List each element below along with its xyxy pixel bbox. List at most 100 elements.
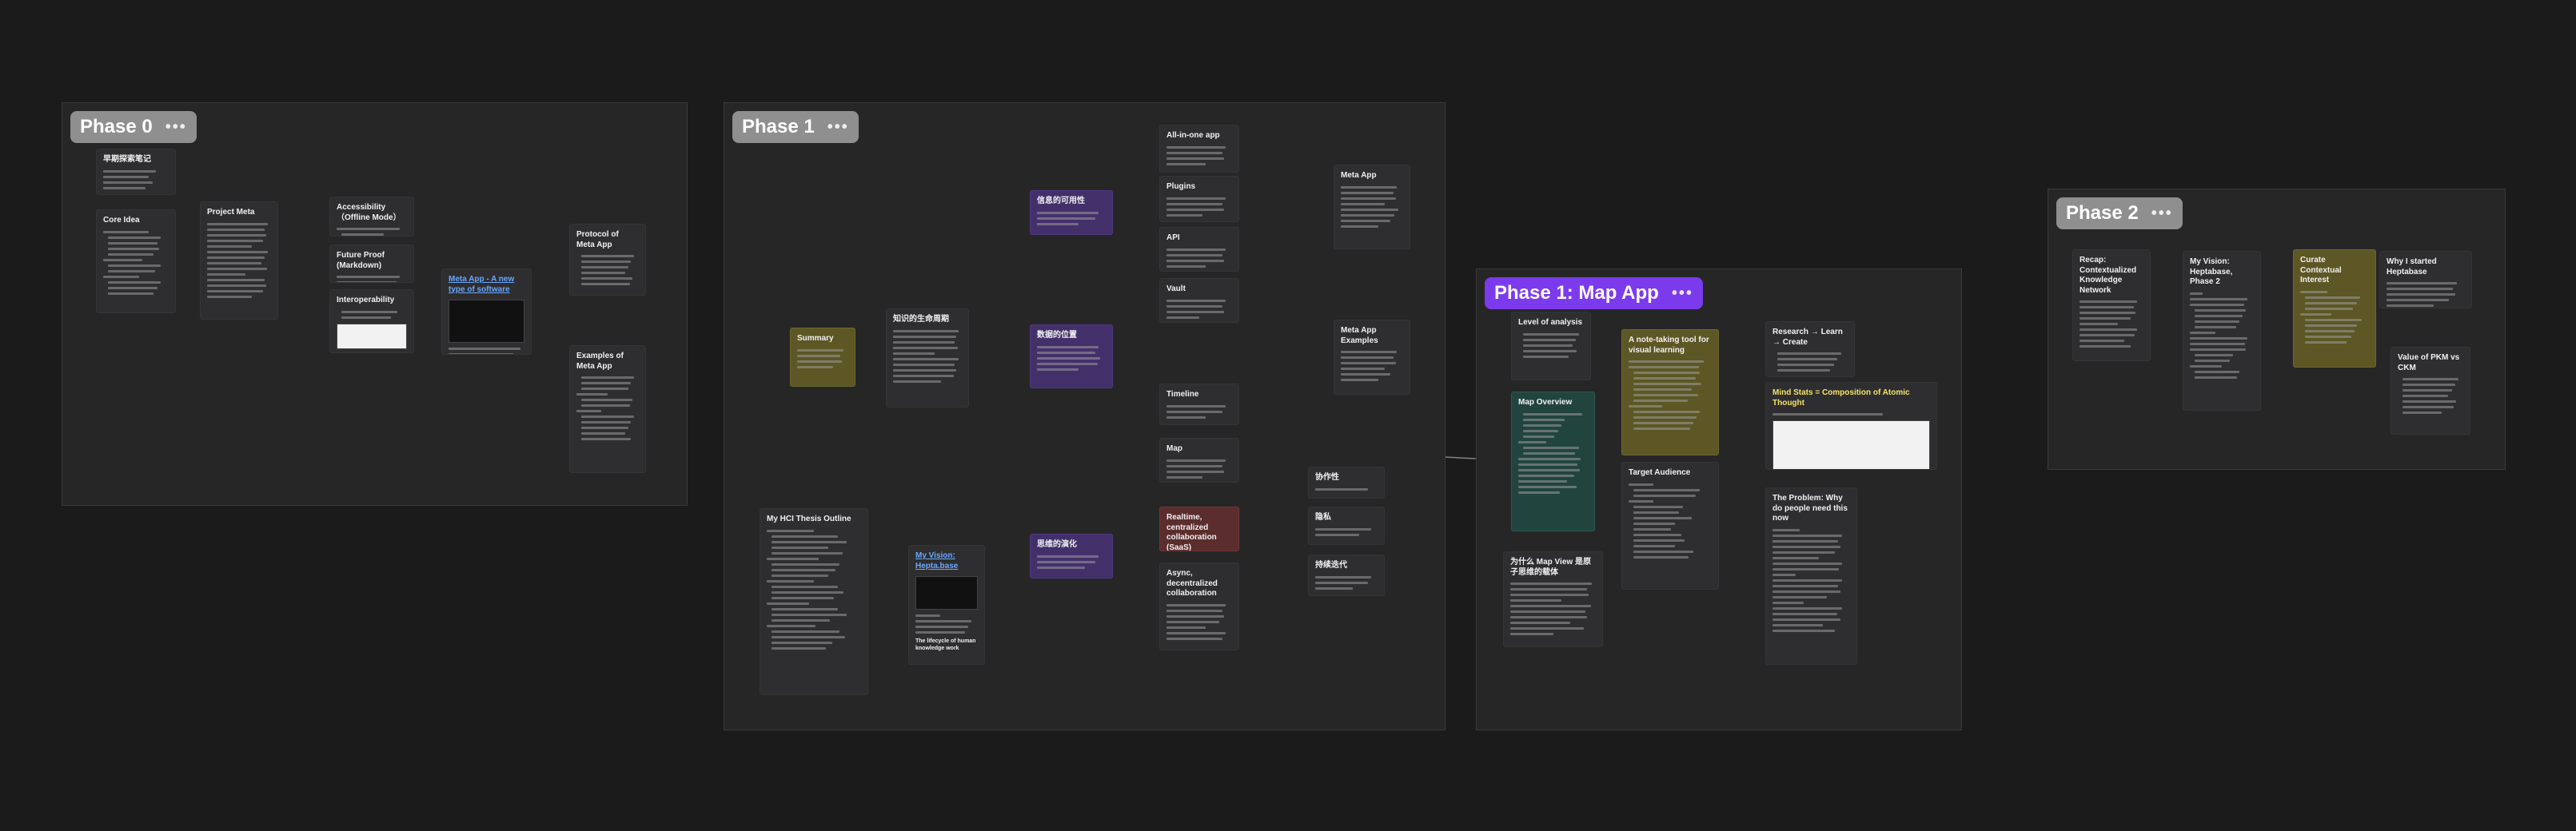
card-data-location[interactable]: 数据的位置 xyxy=(1030,324,1113,388)
card-value-pkm-ckm[interactable]: Value of PKM vs CKM xyxy=(2391,347,2470,435)
card-title: All-in-one app xyxy=(1166,131,1220,140)
card-title: My Vision: Heptabase, Phase 2 xyxy=(2190,257,2233,286)
card-body xyxy=(1037,555,1106,569)
card-why-map-view[interactable]: 为什么 Map View 是原子思维的载体 xyxy=(1503,551,1603,647)
card-note-taking-visual-learning[interactable]: A note-taking tool for visual learning xyxy=(1621,329,1719,455)
card-mind-stats[interactable]: Mind Stats = Composition of Atomic Thoug… xyxy=(1765,382,1937,470)
card-body xyxy=(1315,527,1378,536)
card-privacy[interactable]: 隐私 xyxy=(1308,507,1385,545)
more-options-icon[interactable]: ••• xyxy=(165,117,187,136)
card-title: 思维的演化 xyxy=(1037,540,1077,549)
card-body xyxy=(1629,483,1712,559)
card-title: API xyxy=(1166,233,1180,242)
card-body xyxy=(103,230,169,295)
card-title: 知识的生命周期 xyxy=(893,315,949,324)
card-title: Summary xyxy=(797,334,834,343)
card-knowledge-lifecycle-intro[interactable]: 知识的生命周期 xyxy=(886,308,969,408)
card-why-started-heptabase[interactable]: Why I started Heptabase xyxy=(2379,251,2472,308)
card-interoperability[interactable]: Interoperability xyxy=(329,289,414,353)
screenshot-image xyxy=(449,300,524,343)
card-meta-app[interactable]: Meta App xyxy=(1334,165,1410,249)
card-title: Protocol of Meta App xyxy=(576,230,619,249)
card-body xyxy=(1315,487,1378,491)
card-title: Map xyxy=(1166,444,1182,453)
card-curate-contextual-interest[interactable]: Curate Contextual Interest xyxy=(2293,249,2376,368)
diagram-image xyxy=(1772,420,1930,469)
card-body xyxy=(1037,345,1106,371)
card-recap-knowledge-network[interactable]: Recap: Contextualized Knowledge Network xyxy=(2072,249,2151,361)
card-continuous-iteration[interactable]: 持续迭代 xyxy=(1308,555,1385,596)
card-title-link[interactable]: My Vision: Hepta.base xyxy=(915,551,959,571)
card-body xyxy=(1772,413,1930,416)
card-target-audience[interactable]: Target Audience xyxy=(1621,462,1719,590)
card-body xyxy=(337,228,407,236)
card-body xyxy=(207,222,271,298)
card-title: Interoperability xyxy=(337,296,395,304)
card-body xyxy=(449,348,524,354)
card-title: Core Idea xyxy=(103,216,140,225)
more-options-icon[interactable]: ••• xyxy=(827,117,849,136)
card-title: Project Meta xyxy=(207,208,255,217)
card-title: 信息的可用性 xyxy=(1037,197,1085,205)
card-async-collaboration[interactable]: Async, decentralized collaboration xyxy=(1159,563,1239,650)
card-body xyxy=(1166,145,1232,165)
card-the-problem[interactable]: The Problem: Why do people need this now xyxy=(1765,487,1857,665)
card-body xyxy=(576,255,639,285)
card-title: 数据的位置 xyxy=(1037,331,1077,340)
card-map[interactable]: Map xyxy=(1159,438,1239,483)
card-body xyxy=(1166,197,1232,217)
card-all-in-one-app[interactable]: All-in-one app xyxy=(1159,125,1239,173)
card-level-of-analysis[interactable]: Level of analysis xyxy=(1511,312,1591,380)
card-title: Realtime, centralized collaboration (Saa… xyxy=(1166,513,1217,551)
card-map-overview[interactable]: Map Overview xyxy=(1511,392,1595,531)
card-title: 协作性 xyxy=(1315,473,1339,482)
group-title[interactable]: Phase 0••• xyxy=(70,111,197,143)
card-thought-evolution[interactable]: 思维的演化 xyxy=(1030,534,1113,579)
card-examples-meta-app[interactable]: Examples of Meta App xyxy=(569,345,646,473)
card-summary[interactable]: Summary xyxy=(790,328,855,387)
card-my-vision-heptabase[interactable]: My Vision: Hepta.base The lifecycle of h… xyxy=(908,545,985,665)
card-title: A note-taking tool for visual learning xyxy=(1629,336,1709,355)
card-protocol-meta-app[interactable]: Protocol of Meta App xyxy=(569,224,646,296)
card-title: 隐私 xyxy=(1315,513,1331,522)
card-api[interactable]: API xyxy=(1159,227,1239,272)
card-my-vision-phase-2[interactable]: My Vision: Heptabase, Phase 2 xyxy=(2183,251,2261,411)
more-options-icon[interactable]: ••• xyxy=(1671,284,1693,302)
card-body xyxy=(103,169,169,189)
card-title-link[interactable]: Meta App - A new type of software xyxy=(449,275,515,294)
card-project-meta[interactable]: Project Meta xyxy=(200,201,278,320)
card-title: Why I started Heptabase xyxy=(2387,257,2437,276)
group-title[interactable]: Phase 1••• xyxy=(732,111,859,143)
card-vault[interactable]: Vault xyxy=(1159,278,1239,323)
card-body xyxy=(576,376,639,440)
card-title: Map Overview xyxy=(1518,398,1573,407)
card-meta-app-new-software[interactable]: Meta App - A new type of software xyxy=(441,268,532,355)
card-plugins[interactable]: Plugins xyxy=(1159,176,1239,222)
card-title: My HCI Thesis Outline xyxy=(767,515,851,523)
card-future-proof[interactable]: Future Proof (Markdown) xyxy=(329,245,414,283)
card-body xyxy=(1037,211,1106,225)
card-title: Value of PKM vs CKM xyxy=(2398,353,2460,372)
card-realtime-collaboration[interactable]: Realtime, centralized collaboration (Saa… xyxy=(1159,507,1239,551)
card-information-availability[interactable]: 信息的可用性 xyxy=(1030,190,1113,235)
card-core-idea[interactable]: Core Idea xyxy=(96,209,176,313)
group-title[interactable]: Phase 1: Map App••• xyxy=(1485,277,1703,309)
card-hci-thesis-outline[interactable]: My HCI Thesis Outline xyxy=(760,508,868,695)
card-timeline[interactable]: Timeline xyxy=(1159,384,1239,425)
more-options-icon[interactable]: ••• xyxy=(2151,204,2173,222)
card-body xyxy=(1166,299,1232,319)
card-body xyxy=(337,276,407,282)
card-body xyxy=(2080,300,2143,348)
card-body xyxy=(1315,575,1378,590)
card-body xyxy=(1772,528,1850,632)
card-title: 早期探索笔记 xyxy=(103,155,151,164)
card-body xyxy=(1772,352,1848,372)
card-title: Async, decentralized collaboration xyxy=(1166,569,1218,598)
group-title[interactable]: Phase 2••• xyxy=(2056,197,2183,229)
card-accessibility[interactable]: Accessibility（Offline Mode） xyxy=(329,197,414,237)
card-early-notes[interactable]: 早期探索笔记 xyxy=(96,149,176,195)
card-meta-app-examples[interactable]: Meta App Examples xyxy=(1334,320,1410,395)
card-body xyxy=(2387,282,2465,307)
card-collaboration-aspect[interactable]: 协作性 xyxy=(1308,467,1385,499)
card-research-learn-create[interactable]: Research → Learn → Create xyxy=(1765,321,1855,377)
